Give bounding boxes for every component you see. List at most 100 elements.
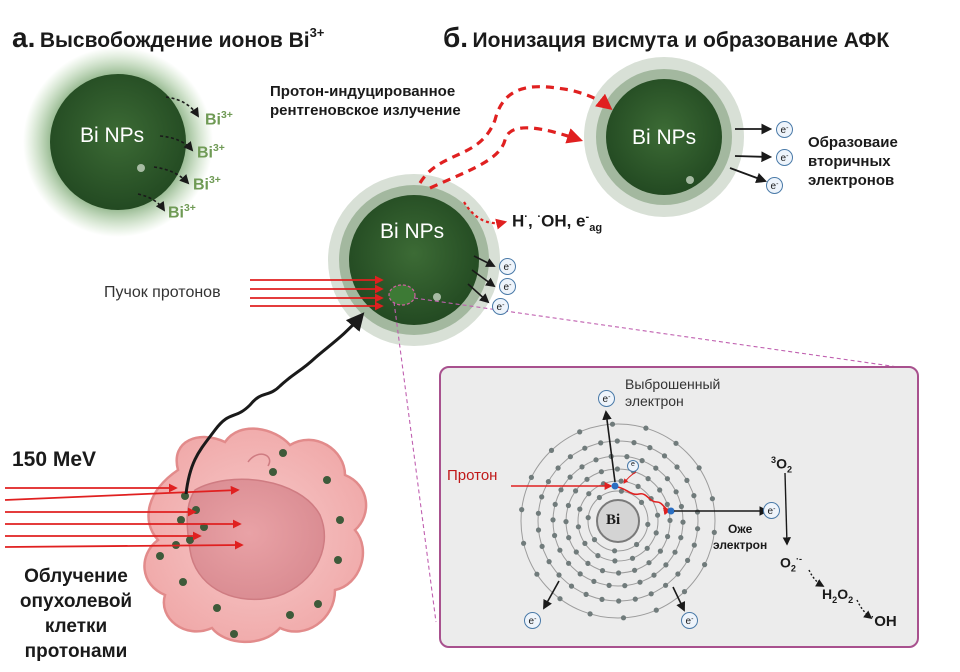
shell-electron-dot xyxy=(709,496,715,502)
shell-electron-dot xyxy=(653,607,659,613)
shell-electron-dot xyxy=(609,421,616,427)
shell-electron-dot xyxy=(657,548,663,554)
shell-electron-dot xyxy=(566,535,572,541)
shell-electron-dot xyxy=(568,583,575,589)
zoom-lines xyxy=(393,297,906,623)
shell-electron-dot xyxy=(555,465,561,471)
np-top-right-label: Bi NPs xyxy=(632,126,697,149)
bi-ion-4: Bi3+ xyxy=(168,203,196,222)
shell-electron-dot xyxy=(583,591,589,597)
shell-electron-dot xyxy=(664,476,670,482)
shell-electron-dot xyxy=(663,562,669,568)
shell-electron-dot xyxy=(661,453,668,459)
shell-electron-dot xyxy=(612,558,618,564)
shell-electron-dot xyxy=(584,476,590,482)
shell-electron-dot xyxy=(651,572,657,578)
np-a-label: Bi NPs xyxy=(80,124,145,147)
energy-label: 150 MeV xyxy=(12,448,97,471)
np-center xyxy=(328,174,500,346)
superoxide: O2·- xyxy=(780,554,803,574)
shell-electron-dot xyxy=(685,557,691,563)
secondary-electron-icon-2: e- xyxy=(776,149,793,166)
shell-electron-dot xyxy=(598,469,604,475)
inset-proton-label: Протон xyxy=(447,467,498,484)
shell-electron-dot xyxy=(664,501,670,507)
ejected-electron-icon: e- xyxy=(598,390,615,407)
shell-electron-dot xyxy=(548,447,555,453)
shell-electron-dot xyxy=(598,440,604,446)
shell-electron-dot xyxy=(631,440,637,446)
shell-electron-dot xyxy=(653,465,659,471)
shell-electron-dot xyxy=(599,596,605,602)
shell-electron-dot xyxy=(622,583,628,589)
shell-electron-dot xyxy=(711,529,717,535)
shell-electron-dot xyxy=(672,549,678,555)
shell-electron-dot xyxy=(673,489,679,495)
shell-electron-dot xyxy=(577,571,583,577)
center-electron-icon-1: e- xyxy=(499,258,516,275)
shell-electron-dot xyxy=(567,454,573,460)
shell-electron-dot xyxy=(618,488,624,494)
shell-electron-dot xyxy=(577,429,583,435)
shell-electron-dot xyxy=(567,474,573,480)
np-top-right xyxy=(584,57,744,217)
shell-electron-dot xyxy=(606,582,612,588)
shell-electron-dot xyxy=(684,477,690,483)
shell-electron-dot xyxy=(657,487,663,493)
shell-electron-dot xyxy=(624,454,630,460)
shell-electron-dot xyxy=(681,589,688,595)
ros-species: H·, ·OH, e-ag xyxy=(512,211,603,235)
shell-electron-dot xyxy=(550,517,556,523)
shell-electron-dot xyxy=(558,487,564,493)
shell-electron-dot xyxy=(644,545,650,551)
shell-electron-dot xyxy=(675,571,681,577)
tumor-cell xyxy=(143,427,368,644)
shell-electron-dot xyxy=(629,555,636,561)
shell-electron-dot xyxy=(539,543,545,549)
proton-beam-label: Пучок протонов xyxy=(104,284,221,301)
shell-electron-dot xyxy=(645,476,651,482)
center-electron-icon-3: e- xyxy=(492,298,509,315)
shell-electron-dot xyxy=(665,533,671,540)
cell-to-np-arrow xyxy=(184,312,365,495)
secondary-electron-icon-1: e- xyxy=(776,121,793,138)
panel-b-heading: б. Ионизация висмута и образование АФК xyxy=(443,22,890,53)
shell-electron-dot xyxy=(639,458,645,464)
shell-electron-dot xyxy=(635,483,641,489)
shell-electron-dot xyxy=(646,560,652,566)
shell-electron-dot xyxy=(678,535,684,541)
shell-electron-dot xyxy=(632,596,638,602)
shell-electron-dot xyxy=(557,596,563,602)
shell-electron-dot xyxy=(678,503,684,510)
nucleus-label: Bi xyxy=(606,512,621,528)
shell-electron-dot xyxy=(638,499,645,505)
shell-electron-dot xyxy=(521,540,527,546)
shell-electron-dot xyxy=(694,509,701,515)
corner-electron-left-icon: e- xyxy=(524,612,541,629)
shell-electron-dot xyxy=(643,425,649,431)
bi-ion-3: Bi3+ xyxy=(193,175,221,194)
shell-electron-dot xyxy=(582,445,588,451)
shell-electron-dot xyxy=(528,474,534,480)
shell-electron-dot xyxy=(691,493,697,499)
shell-electron-dot xyxy=(539,494,545,500)
bi-ion-2: Bi3+ xyxy=(197,143,225,162)
shell-electron-dot xyxy=(645,521,651,527)
shell-electron-dot xyxy=(648,591,654,597)
center-electron-arrows xyxy=(467,255,496,304)
triplet-oxygen: 3O2 xyxy=(771,455,793,475)
shell-electron-dot xyxy=(647,445,653,451)
cell-proton-lines xyxy=(4,483,244,550)
shell-electron-dot xyxy=(674,464,680,470)
shell-electron-dot xyxy=(585,560,591,566)
shell-electron-dot xyxy=(653,530,659,536)
ion-release-arrows xyxy=(137,96,200,212)
shell-electron-dot xyxy=(616,598,622,604)
shell-electron-dot xyxy=(591,578,597,584)
shell-electron-dot xyxy=(596,494,602,501)
shell-electron-dot xyxy=(582,540,588,546)
shell-electron-dot xyxy=(691,542,697,548)
